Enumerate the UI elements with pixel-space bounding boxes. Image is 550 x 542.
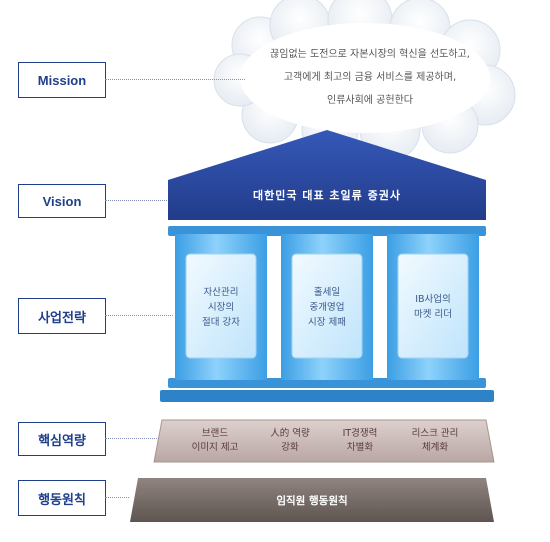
mission-line-1: 끊임없는 도전으로 자본시장의 혁신을 선도하고,	[270, 49, 470, 60]
connector-strategy	[105, 315, 173, 316]
label-mission: Mission	[18, 62, 106, 98]
strategy-2-line-1: 홀세일	[313, 287, 341, 298]
competency-4: 리스크 관리 체계화	[395, 427, 475, 455]
vision-text: 대한민국 대표 초일류 증권사	[253, 189, 401, 202]
connector-vision	[105, 200, 167, 201]
competency-2-line-2: 강화	[281, 442, 299, 453]
competency-4-line-1: 리스크 관리	[411, 428, 459, 439]
competency-1-line-2: 이미지 제고	[191, 442, 239, 453]
competency-3-line-2: 차별화	[346, 442, 374, 453]
label-competency: 핵심역량	[18, 422, 106, 456]
competency-1-line-1: 브랜드	[201, 428, 229, 439]
base-slab	[130, 478, 494, 522]
strategy-2-line-3: 시장 제패	[308, 317, 346, 328]
strategy-3-line-2: 마켓 리더	[414, 309, 452, 320]
strategy-2-line-2: 중개영업	[309, 302, 345, 313]
label-principle: 행동원칙	[18, 480, 106, 516]
label-strategy: 사업전략	[18, 298, 106, 334]
strategy-1-line-3: 절대 강자	[202, 317, 240, 328]
strategy-3-line-1: IB사업의	[415, 294, 451, 305]
principle-text: 임직원 행동원칙	[276, 494, 348, 507]
label-vision: Vision	[18, 184, 106, 218]
mission-line-3: 인류사회에 공헌한다	[327, 95, 413, 106]
connector-principle	[105, 497, 129, 498]
competency-1: 브랜드 이미지 제고	[175, 427, 255, 455]
strategy-1-line-2: 시장의	[207, 302, 235, 313]
competency-2: 人的 역량 강화	[250, 427, 330, 455]
strategy-1-line-1: 자산관리	[203, 287, 239, 298]
strategy-3: IB사업의 마켓 리더	[397, 292, 469, 322]
connector-competency	[105, 438, 157, 439]
competency-3-line-1: IT경쟁력	[342, 428, 378, 439]
competency-band	[153, 419, 495, 463]
competency-2-line-1: 人的 역량	[270, 428, 310, 439]
mission-line-2: 고객에게 최고의 금융 서비스를 제공하며,	[283, 72, 457, 83]
strategy-1: 자산관리 시장의 절대 강자	[185, 285, 257, 330]
competency-3: IT경쟁력 차별화	[320, 427, 400, 455]
strategy-2: 홀세일 중개영업 시장 제패	[291, 285, 363, 330]
competency-4-line-2: 체계화	[421, 442, 449, 453]
roof	[168, 130, 486, 220]
connector-mission	[105, 79, 245, 80]
